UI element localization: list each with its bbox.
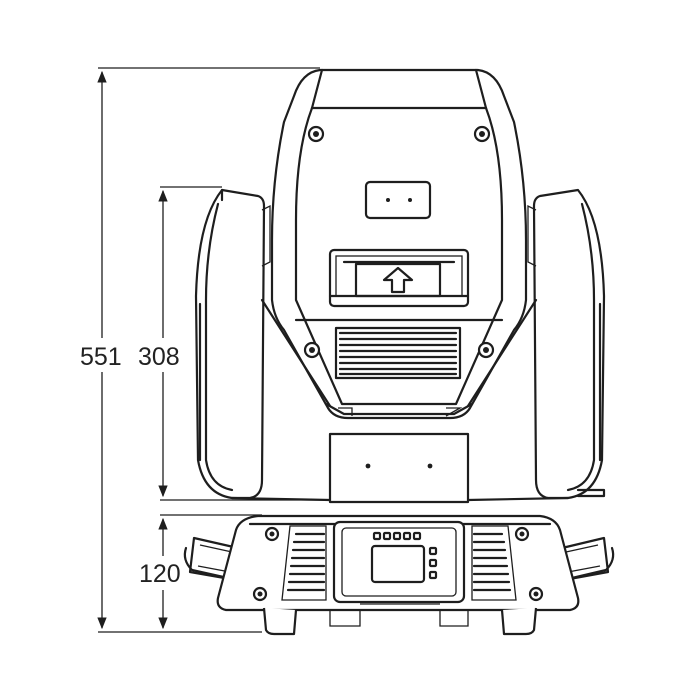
- right-arm: [527, 188, 606, 500]
- latch-panel: [328, 248, 470, 308]
- base-screws: [252, 526, 544, 602]
- control-panel: [332, 520, 466, 604]
- fixture-head: [260, 68, 538, 420]
- fixture-yoke: [194, 188, 606, 504]
- dim-label-551: 551: [80, 343, 122, 371]
- label-plate: [364, 180, 432, 220]
- right-handle: [560, 536, 615, 582]
- panel-buttons: [372, 531, 438, 580]
- yoke-neck: [328, 432, 470, 504]
- fixture-base: [183, 514, 615, 636]
- head-vent: [334, 326, 462, 380]
- dimension-lines: 551 308 120: [80, 67, 330, 633]
- base-left-vent: [281, 525, 327, 601]
- base-right-vent: [471, 525, 517, 601]
- up-arrow-icon: [382, 266, 414, 294]
- head-screws: [303, 125, 495, 359]
- left-arm: [194, 188, 271, 500]
- display-screen: [370, 544, 426, 584]
- dim-label-120: 120: [139, 560, 181, 588]
- dim-label-308: 308: [138, 343, 180, 371]
